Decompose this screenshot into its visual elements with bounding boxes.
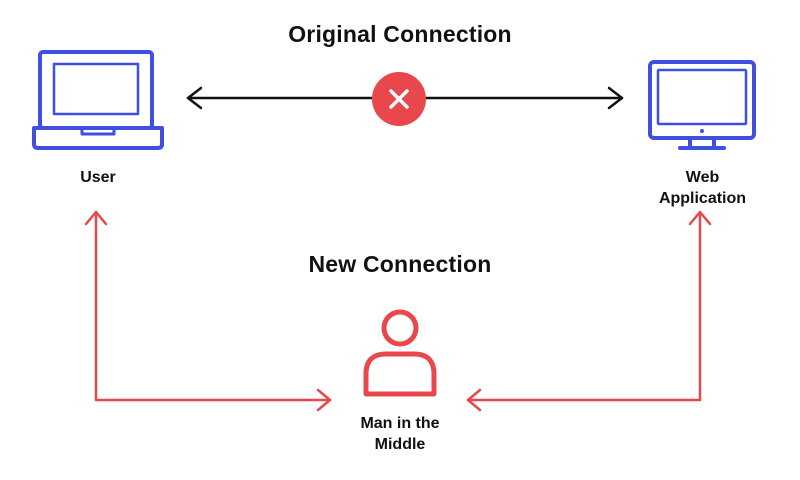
user-to-mitm-arrow — [84, 210, 332, 412]
user-label: User — [80, 169, 116, 186]
web-application-label: Web Application — [658, 169, 747, 207]
person-icon — [363, 309, 437, 397]
mitm-to-webapp-arrow — [466, 210, 712, 412]
new-connection-title: New Connection — [308, 251, 492, 277]
x-circle-icon — [372, 72, 426, 126]
original-connection-title: Original Connection — [288, 21, 512, 47]
man-in-the-middle-label: Man in the Middle — [360, 415, 440, 453]
monitor-icon — [648, 60, 756, 150]
laptop-icon — [32, 50, 164, 150]
